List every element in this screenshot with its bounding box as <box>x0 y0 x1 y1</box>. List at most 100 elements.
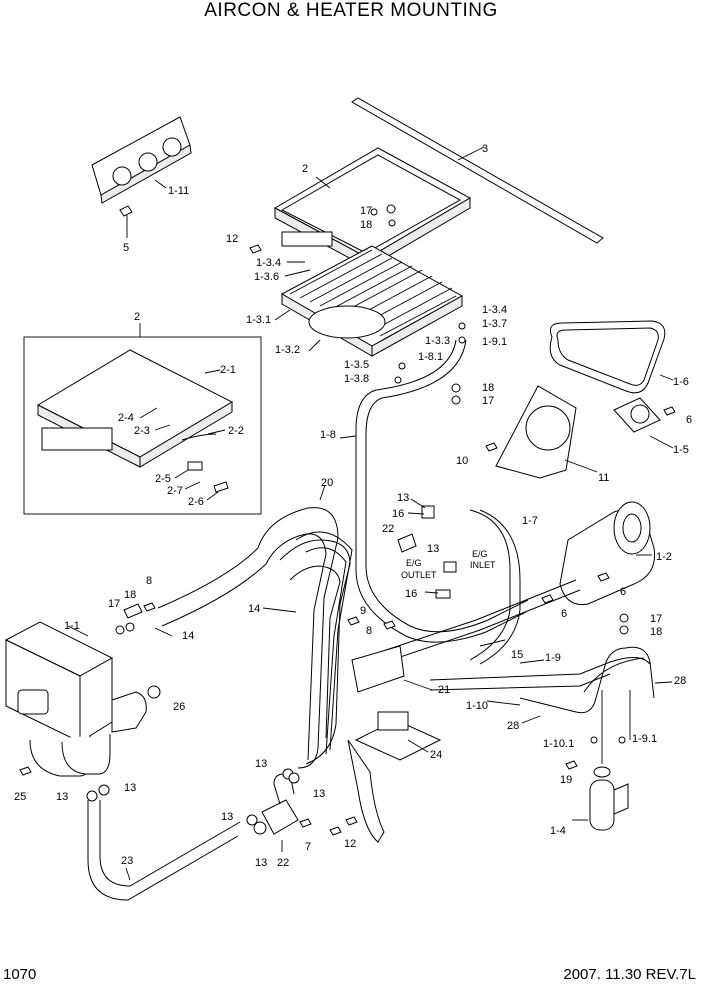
callout-17-mid: 17 <box>482 395 494 407</box>
callout-18-right: 18 <box>650 626 662 638</box>
callout-1-1: 1-1 <box>64 620 80 632</box>
callout-2-6: 2-6 <box>188 496 204 508</box>
pipe-28 <box>519 646 655 714</box>
frame-inset-box <box>23 336 262 515</box>
drive-belt <box>549 320 666 394</box>
callout-2-2: 2-2 <box>228 425 244 437</box>
callout-7: 7 <box>305 841 311 853</box>
callout-26: 26 <box>173 701 185 713</box>
callout-23: 23 <box>121 855 133 867</box>
callout-6-mid: 6 <box>620 586 626 598</box>
long-bracket <box>351 97 604 244</box>
callout-19: 19 <box>560 774 572 786</box>
eg-inlet-line1: E/G <box>472 549 488 559</box>
heater-ducts <box>157 507 353 769</box>
eg-outlet-line2: OUTLET <box>401 570 437 580</box>
callout-22-b: 22 <box>277 857 289 869</box>
callout-2-7: 2-7 <box>167 485 183 497</box>
compressor <box>559 501 656 606</box>
hose-flange <box>246 768 300 835</box>
callout-1-8-1: 1-8.1 <box>418 351 443 363</box>
callout-13-d: 13 <box>124 782 136 794</box>
page-number: 1070 <box>3 966 37 983</box>
callout-1-3-1: 1-3.1 <box>246 314 271 326</box>
water-hose <box>87 800 241 901</box>
callout-17-top: 17 <box>360 205 372 217</box>
callout-1-3-5: 1-3.5 <box>344 359 369 371</box>
callout-1-6: 1-6 <box>673 376 689 388</box>
diagram-title: AIRCON & HEATER MOUNTING <box>204 0 498 21</box>
callout-5: 5 <box>123 242 129 254</box>
callout-6-low: 6 <box>561 608 567 620</box>
eg-inlet-line2: INLET <box>470 560 496 570</box>
callout-1-11: 1-11 <box>168 185 189 197</box>
callout-1-7: 1-7 <box>522 515 538 527</box>
callout-20: 20 <box>321 477 333 489</box>
callout-2-5: 2-5 <box>155 473 171 485</box>
callout-6-top: 6 <box>686 414 692 426</box>
callout-17-right: 17 <box>650 613 662 625</box>
pipe-1-7 <box>469 509 521 665</box>
callout-12-bottom: 12 <box>344 838 356 850</box>
callout-13-a: 13 <box>397 492 409 504</box>
callout-13-e: 13 <box>255 758 267 770</box>
callout-16-b: 16 <box>405 588 417 600</box>
callout-18-left: 18 <box>124 589 136 601</box>
callout-13-h: 13 <box>255 857 267 869</box>
callout-1-10: 1-10 <box>466 700 488 712</box>
upper-mounting-frame <box>273 147 472 269</box>
callout-13-c: 13 <box>56 791 68 803</box>
callout-12-top: 12 <box>226 233 238 245</box>
callout-15: 15 <box>511 649 523 661</box>
callout-1-3-7: 1-3.7 <box>482 318 507 330</box>
callout-1-3-6: 1-3.6 <box>254 271 279 283</box>
callout-9: 9 <box>360 605 366 617</box>
callout-1-9-1-bottom: 1-9.1 <box>632 733 657 745</box>
pipe-1-10 <box>429 657 651 691</box>
callout-1-10-1: 1-10.1 <box>543 738 574 750</box>
callout-8-mid: 8 <box>366 625 372 637</box>
callout-1-3-8: 1-3.8 <box>344 373 369 385</box>
callout-1-4: 1-4 <box>550 825 566 837</box>
callout-13-b: 13 <box>427 543 439 555</box>
callout-1-5: 1-5 <box>673 444 689 456</box>
callout-10: 10 <box>456 455 468 467</box>
callout-1-3-4-right: 1-3.4 <box>482 304 507 316</box>
callout-2-inset: 2 <box>134 311 140 323</box>
callout-1-3-4-left: 1-3.4 <box>256 257 281 269</box>
callout-1-9: 1-9 <box>545 652 561 664</box>
callout-28-mid: 28 <box>507 720 519 732</box>
callout-14-mid: 14 <box>248 603 260 615</box>
callout-14-left: 14 <box>182 630 194 642</box>
callout-2-upper: 2 <box>302 163 308 175</box>
control-panel <box>91 116 192 204</box>
callout-1-9-1-top: 1-9.1 <box>482 336 507 348</box>
compressor-bracket <box>495 385 577 479</box>
tensioner-bracket <box>613 397 661 433</box>
eg-outlet-line1: E/G <box>406 558 422 568</box>
callout-13-g: 13 <box>221 811 233 823</box>
condenser <box>280 245 464 357</box>
callout-1-3-3: 1-3.3 <box>425 335 450 347</box>
callout-1-2: 1-2 <box>656 551 672 563</box>
callout-16-a: 16 <box>392 508 404 520</box>
support-bracket <box>347 645 442 843</box>
callout-22-a: 22 <box>382 523 394 535</box>
callout-1-8: 1-8 <box>320 429 336 441</box>
heater-unit <box>4 621 147 777</box>
callout-21: 21 <box>438 684 450 696</box>
callout-18-top: 18 <box>360 219 372 231</box>
callout-2-3: 2-3 <box>134 425 150 437</box>
callout-8-left: 8 <box>146 575 152 587</box>
callout-18-mid: 18 <box>482 382 494 394</box>
lower-mounting-frame <box>36 349 234 493</box>
callout-28-right: 28 <box>674 675 686 687</box>
callout-3: 3 <box>482 143 488 155</box>
callout-1-3-2: 1-3.2 <box>275 344 300 356</box>
callout-17-left: 17 <box>108 598 120 610</box>
callout-2-4: 2-4 <box>118 412 134 424</box>
receiver-drier <box>589 766 629 831</box>
revision-date: 2007. 11.30 REV.7L <box>563 966 696 983</box>
pipe-1-8 <box>355 339 527 643</box>
